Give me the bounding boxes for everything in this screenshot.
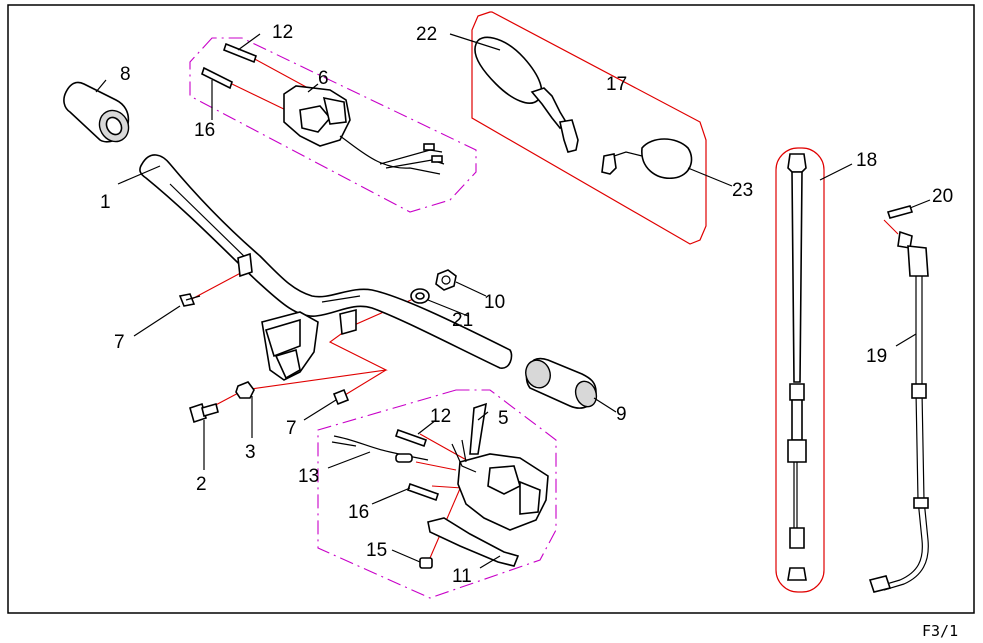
mirror-right-23 [601, 138, 693, 179]
callout-18: 18 [856, 150, 877, 171]
callout-19: 19 [866, 346, 887, 367]
leader-20 [883, 219, 899, 235]
screw-7-lower [332, 388, 350, 406]
callout-11: 11 [452, 566, 472, 587]
right-grip [525, 357, 598, 409]
callout-5: 5 [498, 408, 509, 429]
callout-9: 9 [616, 404, 627, 425]
callout-16-upper: 16 [194, 120, 215, 141]
left-switch [201, 42, 445, 175]
nut-3 [235, 381, 255, 399]
handlebar [139, 154, 513, 381]
diagram-frame [7, 4, 975, 614]
leader-16b [431, 485, 463, 489]
leader-13 [415, 461, 457, 471]
callout-20: 20 [932, 186, 953, 207]
callout-13: 13 [298, 466, 319, 487]
page-code: F3/1 [922, 622, 958, 640]
left-grip [63, 81, 130, 143]
callout-22: 22 [416, 24, 437, 45]
brake-cable-18 [787, 153, 807, 581]
callout-8: 8 [120, 64, 131, 85]
leader-12b [419, 433, 471, 463]
throttle-cable-19 [868, 205, 929, 593]
callout-16-lower: 16 [348, 502, 369, 523]
callout-23: 23 [732, 180, 753, 201]
callout-21: 21 [452, 310, 473, 331]
callout-10: 10 [484, 292, 505, 313]
callout-7-lower: 7 [286, 418, 297, 439]
callout-12-lower: 12 [430, 406, 451, 427]
leader-lines [95, 33, 931, 569]
leader-mount [243, 295, 421, 391]
switch-assembly-outline-upper [189, 37, 477, 213]
mirror-left-22 [474, 36, 579, 153]
washer-21 [410, 288, 430, 304]
leader-7b [339, 369, 387, 399]
nut-10 [435, 269, 457, 291]
bolt-2 [189, 402, 219, 424]
screw-7-upper [178, 293, 201, 307]
callout-12-upper: 12 [272, 22, 293, 43]
brake-cable-outline [775, 147, 825, 593]
callout-1: 1 [100, 192, 111, 213]
callout-7-upper: 7 [114, 332, 125, 353]
leader-16a [231, 83, 291, 113]
switch-assembly-outline-lower [317, 389, 557, 599]
mirror-set-outline [471, 11, 707, 245]
callout-6: 6 [318, 68, 329, 89]
callout-3: 3 [245, 442, 256, 463]
callout-2: 2 [196, 474, 207, 495]
callout-15: 15 [366, 540, 387, 561]
callout-17: 17 [606, 74, 627, 95]
